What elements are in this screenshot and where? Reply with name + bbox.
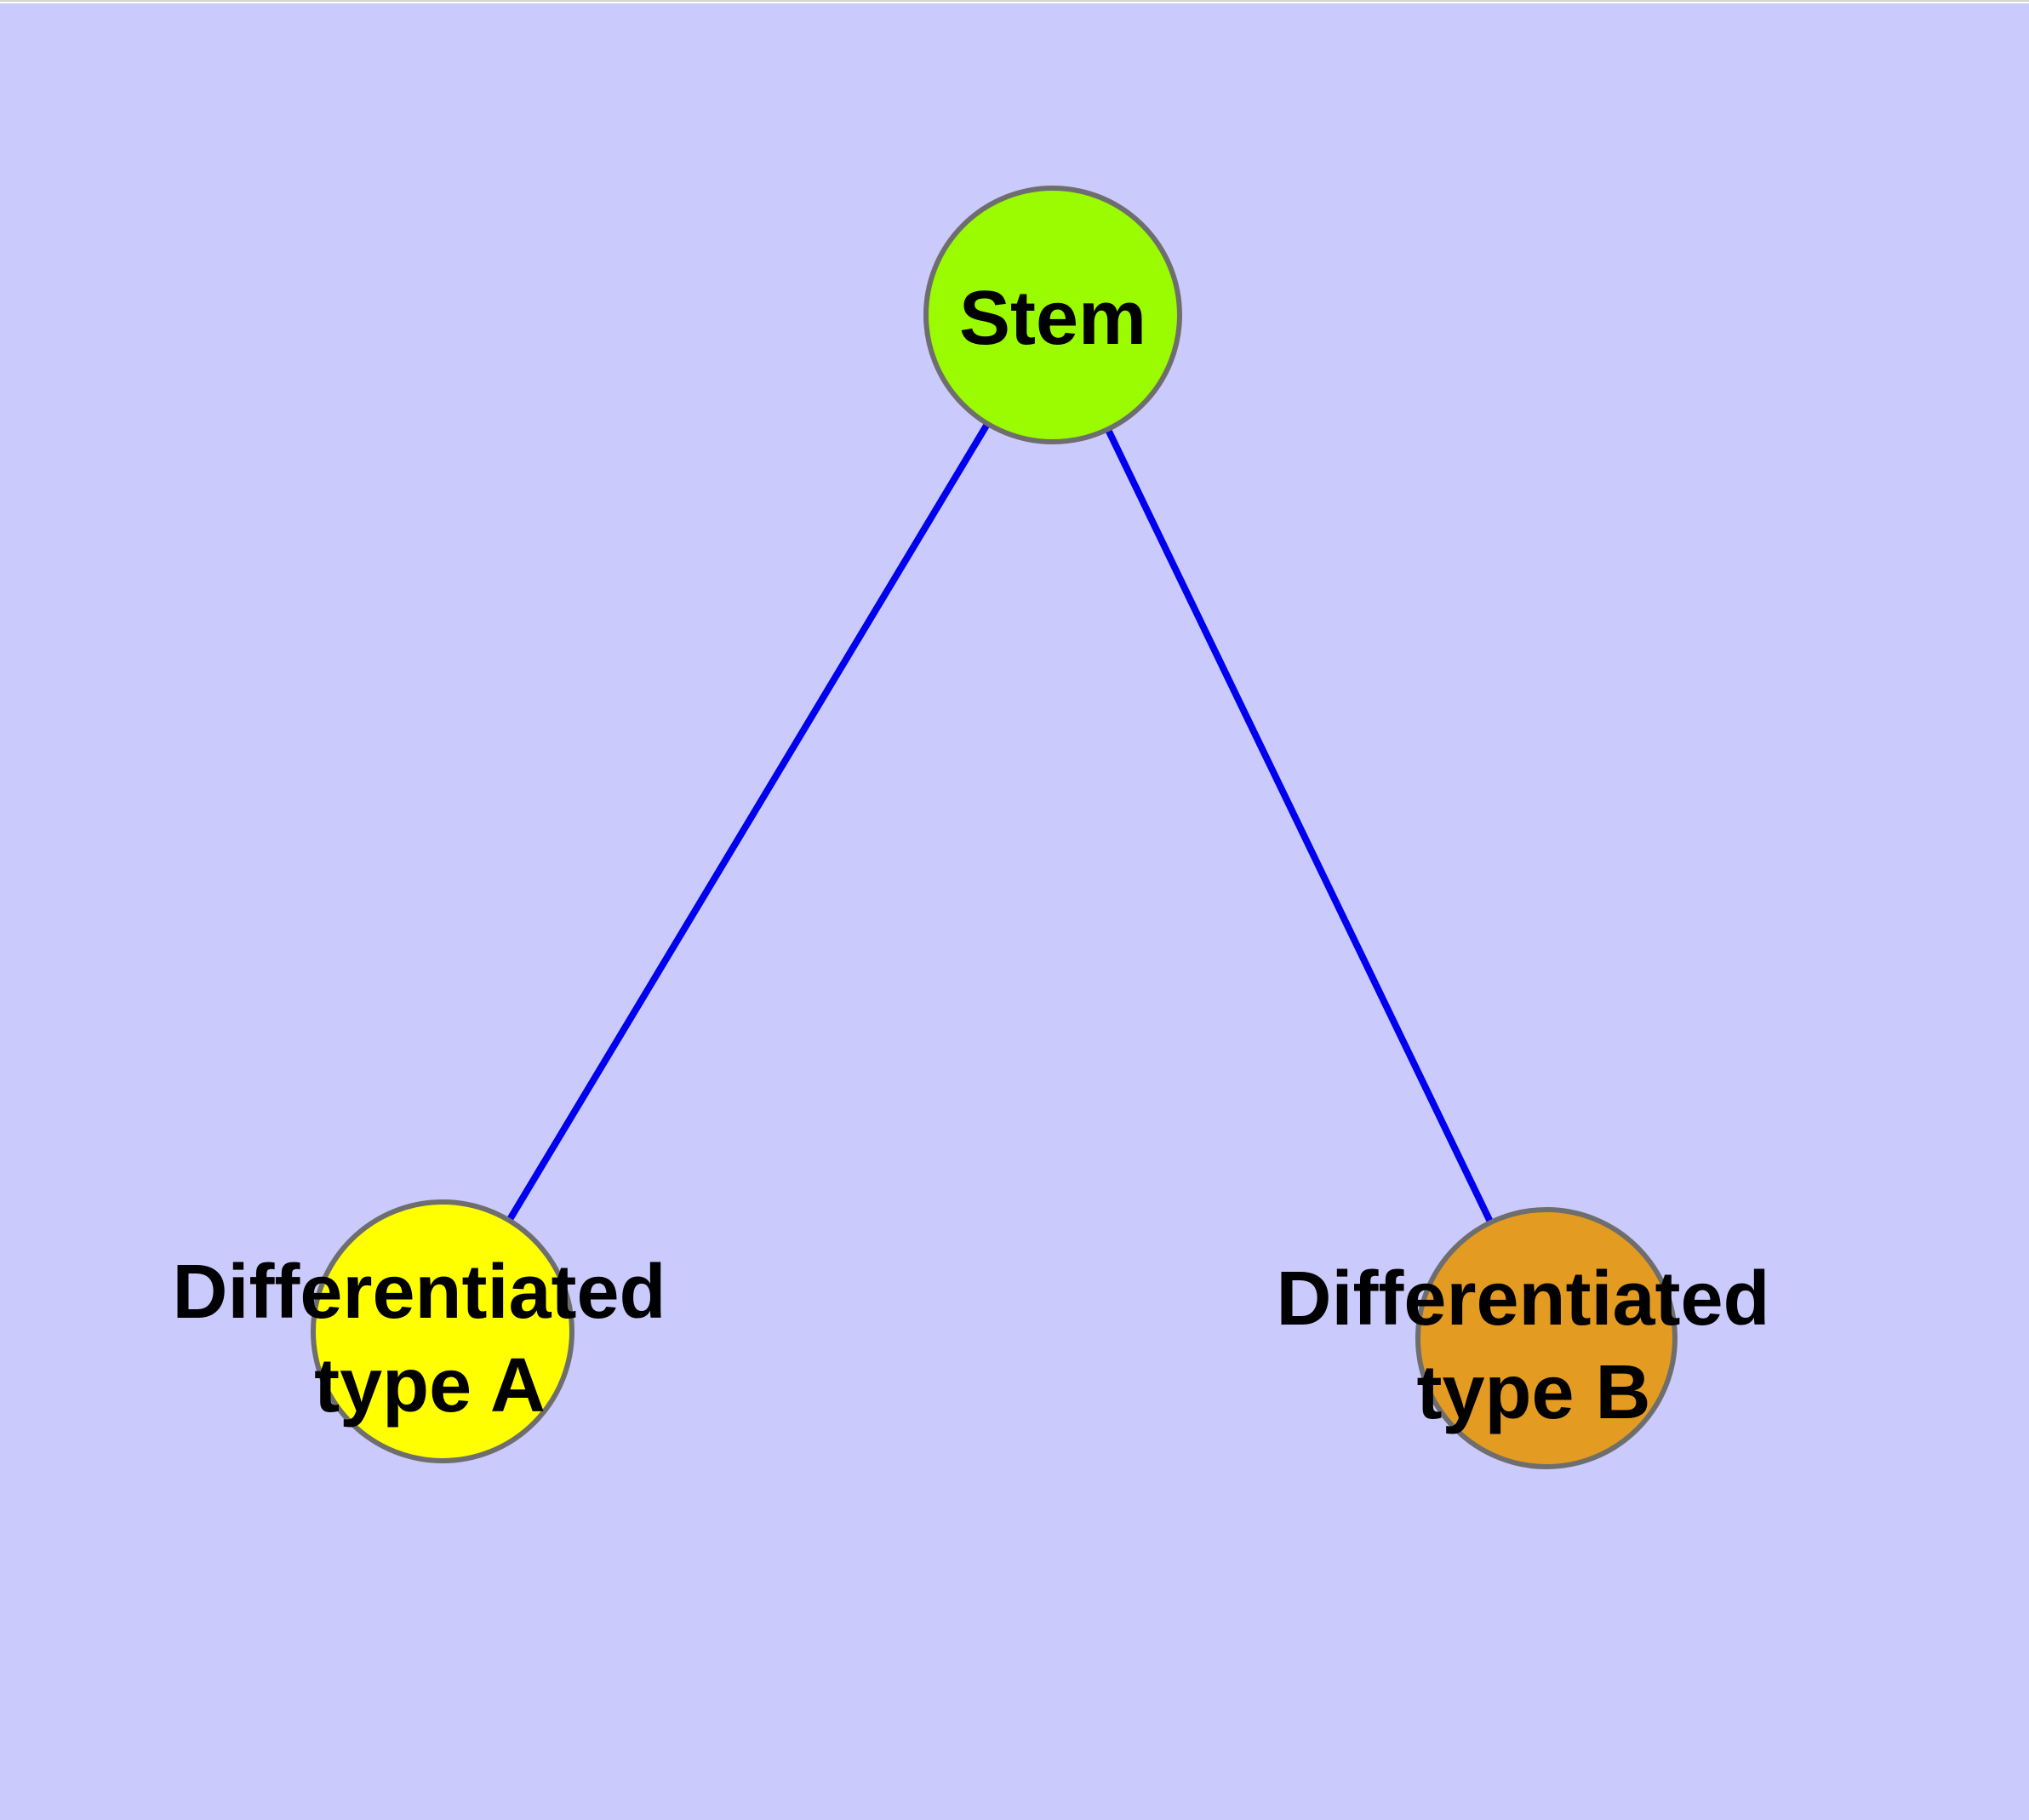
node-type-b-label-line2: type B: [1416, 1350, 1650, 1435]
node-stem-circle: [923, 186, 1182, 444]
node-type-b-label-line1: Differentiated: [1276, 1256, 1769, 1342]
node-type-b-circle: [1415, 1207, 1677, 1469]
node-differentiated-type-b: Differentiated type B: [1276, 1207, 1791, 1469]
node-stem-label: Stem: [959, 276, 1146, 361]
node-type-b-label: Differentiated type B: [1276, 1256, 1791, 1435]
top-hairline: [0, 0, 2029, 2]
edge-stem-to-type-a: [439, 312, 1056, 1334]
edge-stem-to-type-b: [1049, 313, 1550, 1340]
node-type-a-label-line2: type A: [314, 1343, 546, 1428]
node-stem: Stem: [923, 186, 1182, 444]
node-type-a-label-line1: Differentiated: [172, 1250, 666, 1335]
node-differentiated-type-a: Differentiated type A: [172, 1199, 687, 1463]
node-type-a-circle: [311, 1199, 574, 1463]
node-type-a-label: Differentiated type A: [172, 1250, 687, 1428]
